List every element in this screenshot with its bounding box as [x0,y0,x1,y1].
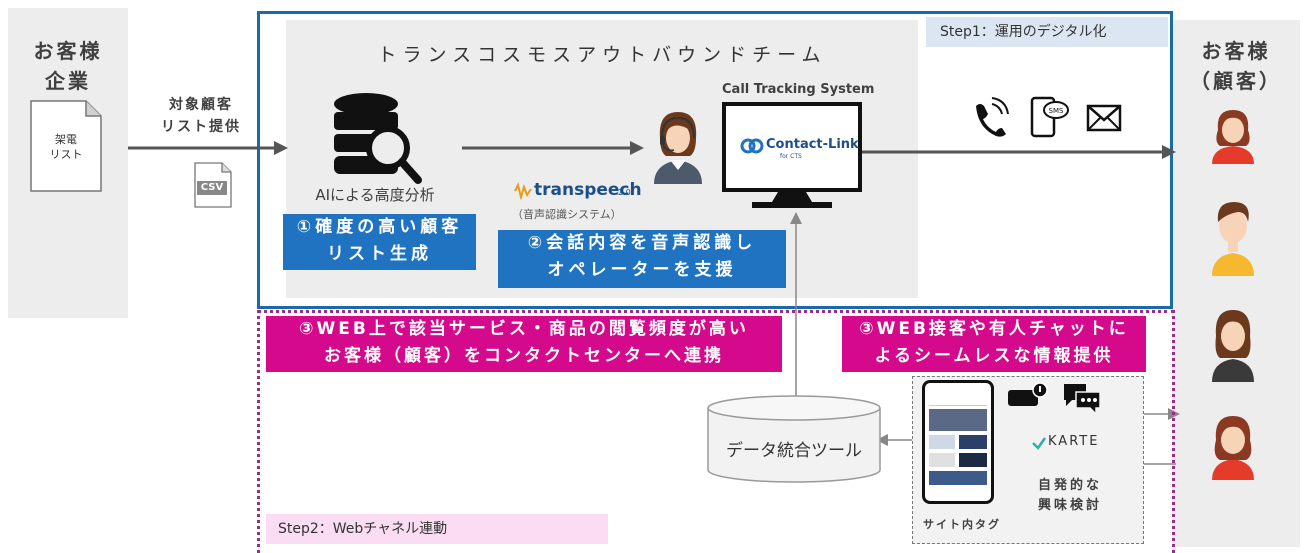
karte-logo: KARTE [1048,434,1100,449]
box3b-line1: ③WEB接客や有人チャットに [859,319,1129,339]
step1-label-text: Step1：運用のデジタル化 [940,24,1107,40]
box-web-browsing-link: ③WEB上で該当サービス・商品の閲覧頻度が高い お客様（顧客）をコンタクトセンタ… [266,316,782,372]
box1-line2: リスト生成 [327,244,432,264]
box2-line2: オペレーターを支援 [547,260,737,280]
customer-avatar-1 [1212,110,1254,164]
call-tracking-label: Call Tracking System [722,82,875,97]
contact-link-logo-icon [740,138,764,154]
arrow-label-line1: 対象顧客 [169,97,233,113]
svg-text:SMS: SMS [1049,107,1064,115]
data-integration-cylinder [707,395,881,483]
monitor-icon [722,102,862,208]
database-search-icon [334,93,422,184]
chat-bubbles-icon [1064,384,1101,416]
video-chat-icon [1008,382,1048,406]
contact-link-sub: for CTS [780,153,802,160]
interest-line1: 自発的な [1037,478,1102,493]
box-speech-recognition: ②会話内容を音声認識し オペレーターを支援 [498,230,786,288]
customer-title-line2: （顧客） [1190,69,1282,93]
transpeech-logo: transpeech 2.0 [514,180,642,202]
operator-icon [654,112,702,184]
transpeech-subtitle: （音声認識システム） [512,208,622,221]
list-provision-label: 対象顧客 リスト提供 [146,94,256,138]
smartphone-screen [922,380,994,504]
doc-label-line2: リスト [49,148,83,161]
box-web-chat: ③WEB接客や有人チャットに よるシームレスな情報提供 [842,316,1146,372]
csv-label: CSV [200,182,224,193]
client-title-line2: 企業 [45,69,91,93]
client-company-title: お客様 企業 [8,36,128,96]
step2-label: Step2：Webチャネル連動 [266,514,608,544]
data-integration-label: データ統合ツール [726,441,862,461]
step1-frame [257,11,1173,309]
transpeech-version: 2.0 [618,188,631,197]
arrow-label-line2: リスト提供 [161,119,241,135]
customer-title: お客様 （顧客） [1172,36,1300,96]
interest-line2: 興味検討 [1037,498,1102,513]
box-list-generation: ①確度の高い顧客 リスト生成 [283,214,476,270]
step1-label: Step1：運用のデジタル化 [926,17,1168,47]
box1-line1: ①確度の高い顧客 [296,217,463,237]
doc-label-line1: 架電 [55,133,77,146]
csv-file-icon: CSV [194,162,232,208]
customer-avatar-2 [1212,202,1254,276]
sms-phone-icon: SMS [1030,96,1069,138]
phone-call-icon [976,97,1009,137]
karte-logo-icon [1032,437,1047,450]
call-list-document: 架電 リスト [30,100,102,192]
box3a-line1: ③WEB上で該当サービス・商品の閲覧頻度が高い [299,319,749,339]
site-tag-label: サイト内タグ [923,518,1001,531]
spontaneous-interest-label: 自発的な 興味検討 [1030,476,1110,516]
mail-icon [1086,104,1122,132]
customer-avatar-3 [1212,310,1254,382]
box2-line1: ②会話内容を音声認識し [527,233,757,253]
transpeech-name: transpeech [534,180,642,200]
contact-link-logo: Contact-Link [766,137,859,152]
outbound-team-title: トランスコスモスアウトバウンドチーム [377,44,827,66]
customer-title-line1: お客様 [1201,39,1271,63]
customer-avatar-4 [1212,416,1254,480]
step2-label-text: Step2：Webチャネル連動 [278,521,448,537]
step2-frame [257,310,1175,553]
client-title-line1: お客様 [33,39,103,63]
ai-analysis-label: AIによる高度分析 [315,186,435,204]
transpeech-wave-icon [514,182,532,201]
box3b-line2: よるシームレスな情報提供 [874,346,1114,366]
box3a-line2: お客様（顧客）をコンタクトセンターへ連携 [324,346,724,366]
